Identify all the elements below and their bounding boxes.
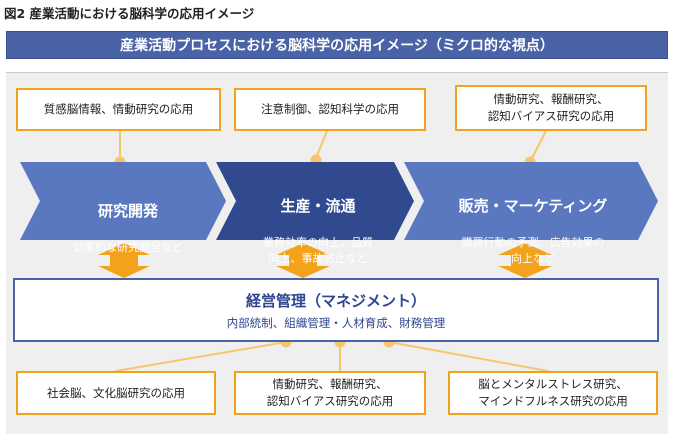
stage-arrow-rd	[20, 162, 226, 240]
stage-production-title: 生産・流通	[280, 197, 356, 215]
diagram-banner: 産業活動プロセスにおける脳科学の応用イメージ（ミクロ的な視点）	[6, 31, 668, 59]
connector-top-2	[315, 130, 328, 159]
management-sub: 内部統制、組織管理・人材育成、財務管理	[226, 315, 446, 330]
double-arrow-2	[276, 243, 330, 278]
stage-arrow-sales	[404, 162, 658, 240]
bottom-box-social-brain: 社会脳、文化脳研究の応用	[16, 371, 216, 415]
top-box-qualia: 質感脳情報、情動研究の応用	[16, 88, 221, 131]
double-arrow-1	[98, 243, 150, 278]
bottom-box-mental-stress: 脳とメンタルストレス研究、 マインドフルネス研究の応用	[448, 371, 658, 415]
connector-bottom-3	[388, 341, 549, 372]
connector-top-3	[530, 130, 547, 161]
stage-production-desc: 業務効率の向上、品質 向上、事故防止など	[263, 236, 373, 265]
connector-bottom-1	[115, 341, 287, 372]
management-title: 経営管理（マネジメント）	[245, 291, 426, 310]
stage-sales-title: 販売・マーケティング	[458, 197, 608, 215]
bottom-box-emotion-reward: 情動研究、報酬研究、 認知バイアス研究の応用	[234, 371, 426, 415]
top-box-emotion-reward: 情動研究、報酬研究、 認知バイアス研究の応用	[455, 85, 647, 131]
stage-rd: 研究開発 効率的な研究開発など	[44, 181, 212, 275]
stage-rd-title: 研究開発	[97, 202, 158, 220]
stage-sales-desc: 購買行動の予測、広告効果の 向上など	[461, 236, 605, 265]
double-arrow-3	[498, 243, 552, 278]
stage-rd-desc: 効率的な研究開発など	[73, 241, 183, 254]
management-box: 経営管理（マネジメント） 内部統制、組織管理・人材育成、財務管理	[13, 278, 659, 342]
top-box-attention: 注意制御、認知科学の応用	[234, 88, 426, 131]
stage-arrow-production	[216, 162, 414, 240]
figure-caption: 図2 産業活動における脳科学の応用イメージ	[4, 6, 255, 21]
stage-sales: 販売・マーケティング 購買行動の予測、広告効果の 向上など	[424, 176, 642, 286]
stage-production: 生産・流通 業務効率の向上、品質 向上、事故防止など	[236, 176, 400, 286]
